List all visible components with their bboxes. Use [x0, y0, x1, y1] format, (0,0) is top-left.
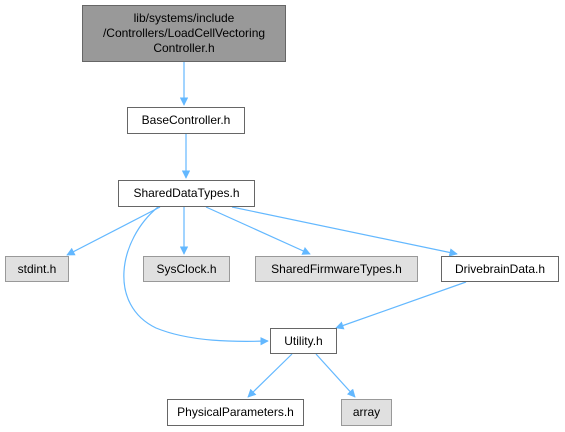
node-label: Utility.h [284, 333, 323, 348]
node-label-line: lib/systems/include [133, 11, 235, 25]
node-shareddatatypes-h[interactable]: SharedDataTypes.h [118, 180, 255, 207]
edge-shared-to-drivebrain [231, 206, 458, 257]
node-array: array [341, 399, 392, 426]
edge-shared-to-utility [123, 206, 269, 346]
edges-group [66, 62, 467, 398]
node-label-line: Controller.h [153, 41, 215, 55]
node-sharedfirmwaretypes-h: SharedFirmwareTypes.h [255, 256, 418, 282]
edge-utility-to-physical [247, 353, 293, 398]
node-label: SysClock.h [156, 261, 217, 276]
node-label: PhysicalParameters.h [177, 405, 294, 419]
node-drivebraindata-h[interactable]: DrivebrainData.h [441, 256, 559, 282]
node-label: array [352, 405, 381, 419]
edge-shared-to-stdint [66, 206, 161, 256]
node-label-line: /Controllers/LoadCellVectoring [102, 26, 266, 40]
node-sysclock-h: SysClock.h [143, 256, 230, 282]
node-physicalparameters-h[interactable]: PhysicalParameters.h [167, 399, 304, 426]
edge-drivebrain-to-utility [335, 281, 467, 330]
node-utility-h[interactable]: Utility.h [270, 328, 337, 354]
edge-shared-to-sharedfw [205, 206, 311, 255]
node-label: SharedFirmwareTypes.h [271, 261, 402, 276]
node-label: stdint.h [17, 261, 57, 276]
node-stdint-h: stdint.h [5, 256, 69, 282]
node-basecontroller-h[interactable]: BaseController.h [127, 107, 245, 134]
node-label: DrivebrainData.h [454, 261, 546, 276]
edge-utility-to-array [315, 353, 356, 398]
node-label: SharedDataTypes.h [133, 186, 240, 200]
node-label: BaseController.h [141, 113, 231, 127]
node-loadcellvectoringcontroller-h[interactable]: lib/systems/include /Controllers/LoadCel… [82, 5, 286, 62]
